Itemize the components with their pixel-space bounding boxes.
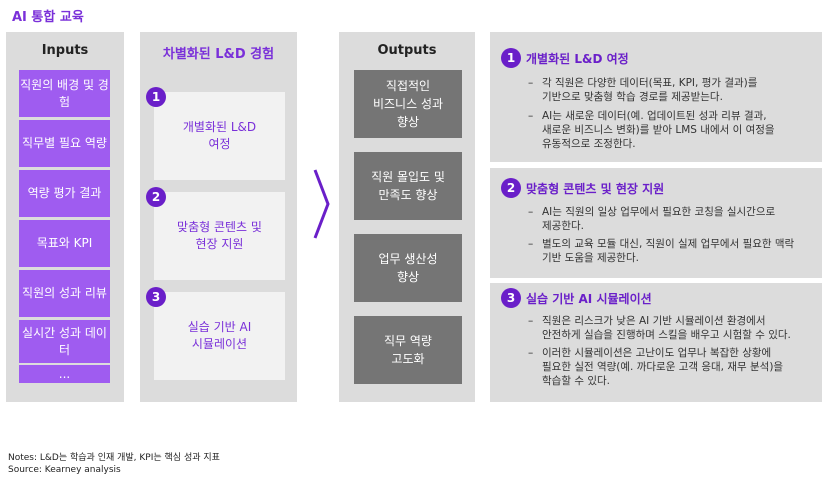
page-title: AI 통합 교육 bbox=[12, 10, 84, 25]
detail-bullet: – 직원은 리스크가 낮은 AI 기반 시뮬레이션 환경에서 안전하게 실습을 … bbox=[528, 314, 818, 342]
diff-item: 맞춤형 콘텐츠 및 현장 지원 bbox=[154, 192, 285, 280]
bullet-text: 별도의 교육 모듈 대신, 직원이 실제 업무에서 필요한 맥락 기반 도움을 … bbox=[542, 238, 795, 264]
input-item: ... bbox=[19, 365, 110, 383]
input-item: 직원의 성과 리뷰 bbox=[19, 270, 110, 317]
notes-line: Notes: L&D는 학습과 인재 개발, KPI는 핵심 성과 지표 bbox=[8, 453, 220, 463]
detail-bullet: – 각 직원은 다양한 데이터(목표, KPI, 평가 결과)를 기반으로 맞춤… bbox=[528, 76, 818, 104]
outputs-header: Outputs bbox=[377, 43, 437, 58]
output-item: 직원 몰입도 및 만족도 향상 bbox=[354, 152, 462, 220]
notes: Notes: L&D는 학습과 인재 개발, KPI는 핵심 성과 지표 Sou… bbox=[8, 452, 220, 476]
detail-bullet: – AI는 직원의 일상 업무에서 필요한 코칭을 실시간으로 제공한다. bbox=[528, 205, 818, 233]
source-line: Source: Kearney analysis bbox=[8, 465, 121, 475]
detail-card: 2 맞춤형 콘텐츠 및 현장 지원 – AI는 직원의 일상 업무에서 필요한 … bbox=[490, 168, 822, 278]
bullet-text: AI는 직원의 일상 업무에서 필요한 코칭을 실시간으로 제공한다. bbox=[542, 206, 776, 232]
input-item: 실시간 성과 데이터 bbox=[19, 320, 110, 363]
detail-title: 개별화된 L&D 여정 bbox=[526, 52, 629, 66]
detail-card: 3 실습 기반 AI 시뮬레이션 – 직원은 리스크가 낮은 AI 기반 시뮬레… bbox=[490, 283, 822, 402]
bullet-text: 직원은 리스크가 낮은 AI 기반 시뮬레이션 환경에서 안전하게 실습을 진행… bbox=[542, 315, 791, 341]
input-item: 직무별 필요 역량 bbox=[19, 120, 110, 167]
bullet-text: 이러한 시뮬레이션은 고난이도 업무나 복잡한 상황에 필요한 실전 역량(예.… bbox=[542, 347, 784, 387]
output-item: 업무 생산성 향상 bbox=[354, 234, 462, 302]
dash: – bbox=[528, 206, 534, 218]
detail-card: 1 개별화된 L&D 여정 – 각 직원은 다양한 데이터(목표, KPI, 평… bbox=[490, 32, 822, 162]
number-badge: 3 bbox=[501, 288, 521, 308]
inputs-header: Inputs bbox=[41, 43, 89, 58]
dash: – bbox=[528, 77, 534, 89]
bullet-text: AI는 새로운 데이터(예. 업데이트된 성과 리뷰 결과, 새로운 비즈니스 … bbox=[542, 110, 775, 150]
dash: – bbox=[528, 110, 534, 122]
output-item: 직접적인 비즈니스 성과 향상 bbox=[354, 70, 462, 138]
number-badge: 1 bbox=[501, 48, 521, 68]
input-item: 목표와 KPI bbox=[19, 220, 110, 267]
outputs-panel: Outputs 직접적인 비즈니스 성과 향상 직원 몰입도 및 만족도 향상 … bbox=[339, 32, 475, 402]
dash: – bbox=[528, 238, 534, 250]
diff-header: 차별화된 L&D 경험 bbox=[162, 47, 275, 62]
detail-title: 실습 기반 AI 시뮬레이션 bbox=[526, 292, 652, 306]
number-badge: 2 bbox=[501, 178, 521, 198]
dash: – bbox=[528, 315, 534, 327]
detail-title: 맞춤형 콘텐츠 및 현장 지원 bbox=[526, 182, 665, 196]
chevron-right-icon bbox=[313, 169, 330, 239]
inputs-panel: Inputs 직원의 배경 및 경험 직무별 필요 역량 역량 평가 결과 목표… bbox=[6, 32, 124, 402]
number-badge: 1 bbox=[146, 87, 166, 107]
bullet-text: 각 직원은 다양한 데이터(목표, KPI, 평가 결과)를 기반으로 맞춤형 … bbox=[542, 77, 758, 103]
diff-item: 실습 기반 AI 시뮬레이션 bbox=[154, 292, 285, 380]
detail-bullet: – 별도의 교육 모듈 대신, 직원이 실제 업무에서 필요한 맥락 기반 도움… bbox=[528, 237, 818, 265]
detail-bullet: – 이러한 시뮬레이션은 고난이도 업무나 복잡한 상황에 필요한 실전 역량(… bbox=[528, 346, 818, 388]
number-badge: 2 bbox=[146, 187, 166, 207]
output-item: 직무 역량 고도화 bbox=[354, 316, 462, 384]
input-item: 직원의 배경 및 경험 bbox=[19, 70, 110, 117]
input-item: 역량 평가 결과 bbox=[19, 170, 110, 217]
detail-bullet: – AI는 새로운 데이터(예. 업데이트된 성과 리뷰 결과, 새로운 비즈니… bbox=[528, 109, 818, 151]
diff-panel: 차별화된 L&D 경험 개별화된 L&D 여정 1 맞춤형 콘텐츠 및 현장 지… bbox=[140, 32, 297, 402]
dash: – bbox=[528, 347, 534, 359]
diff-item: 개별화된 L&D 여정 bbox=[154, 92, 285, 180]
number-badge: 3 bbox=[146, 287, 166, 307]
